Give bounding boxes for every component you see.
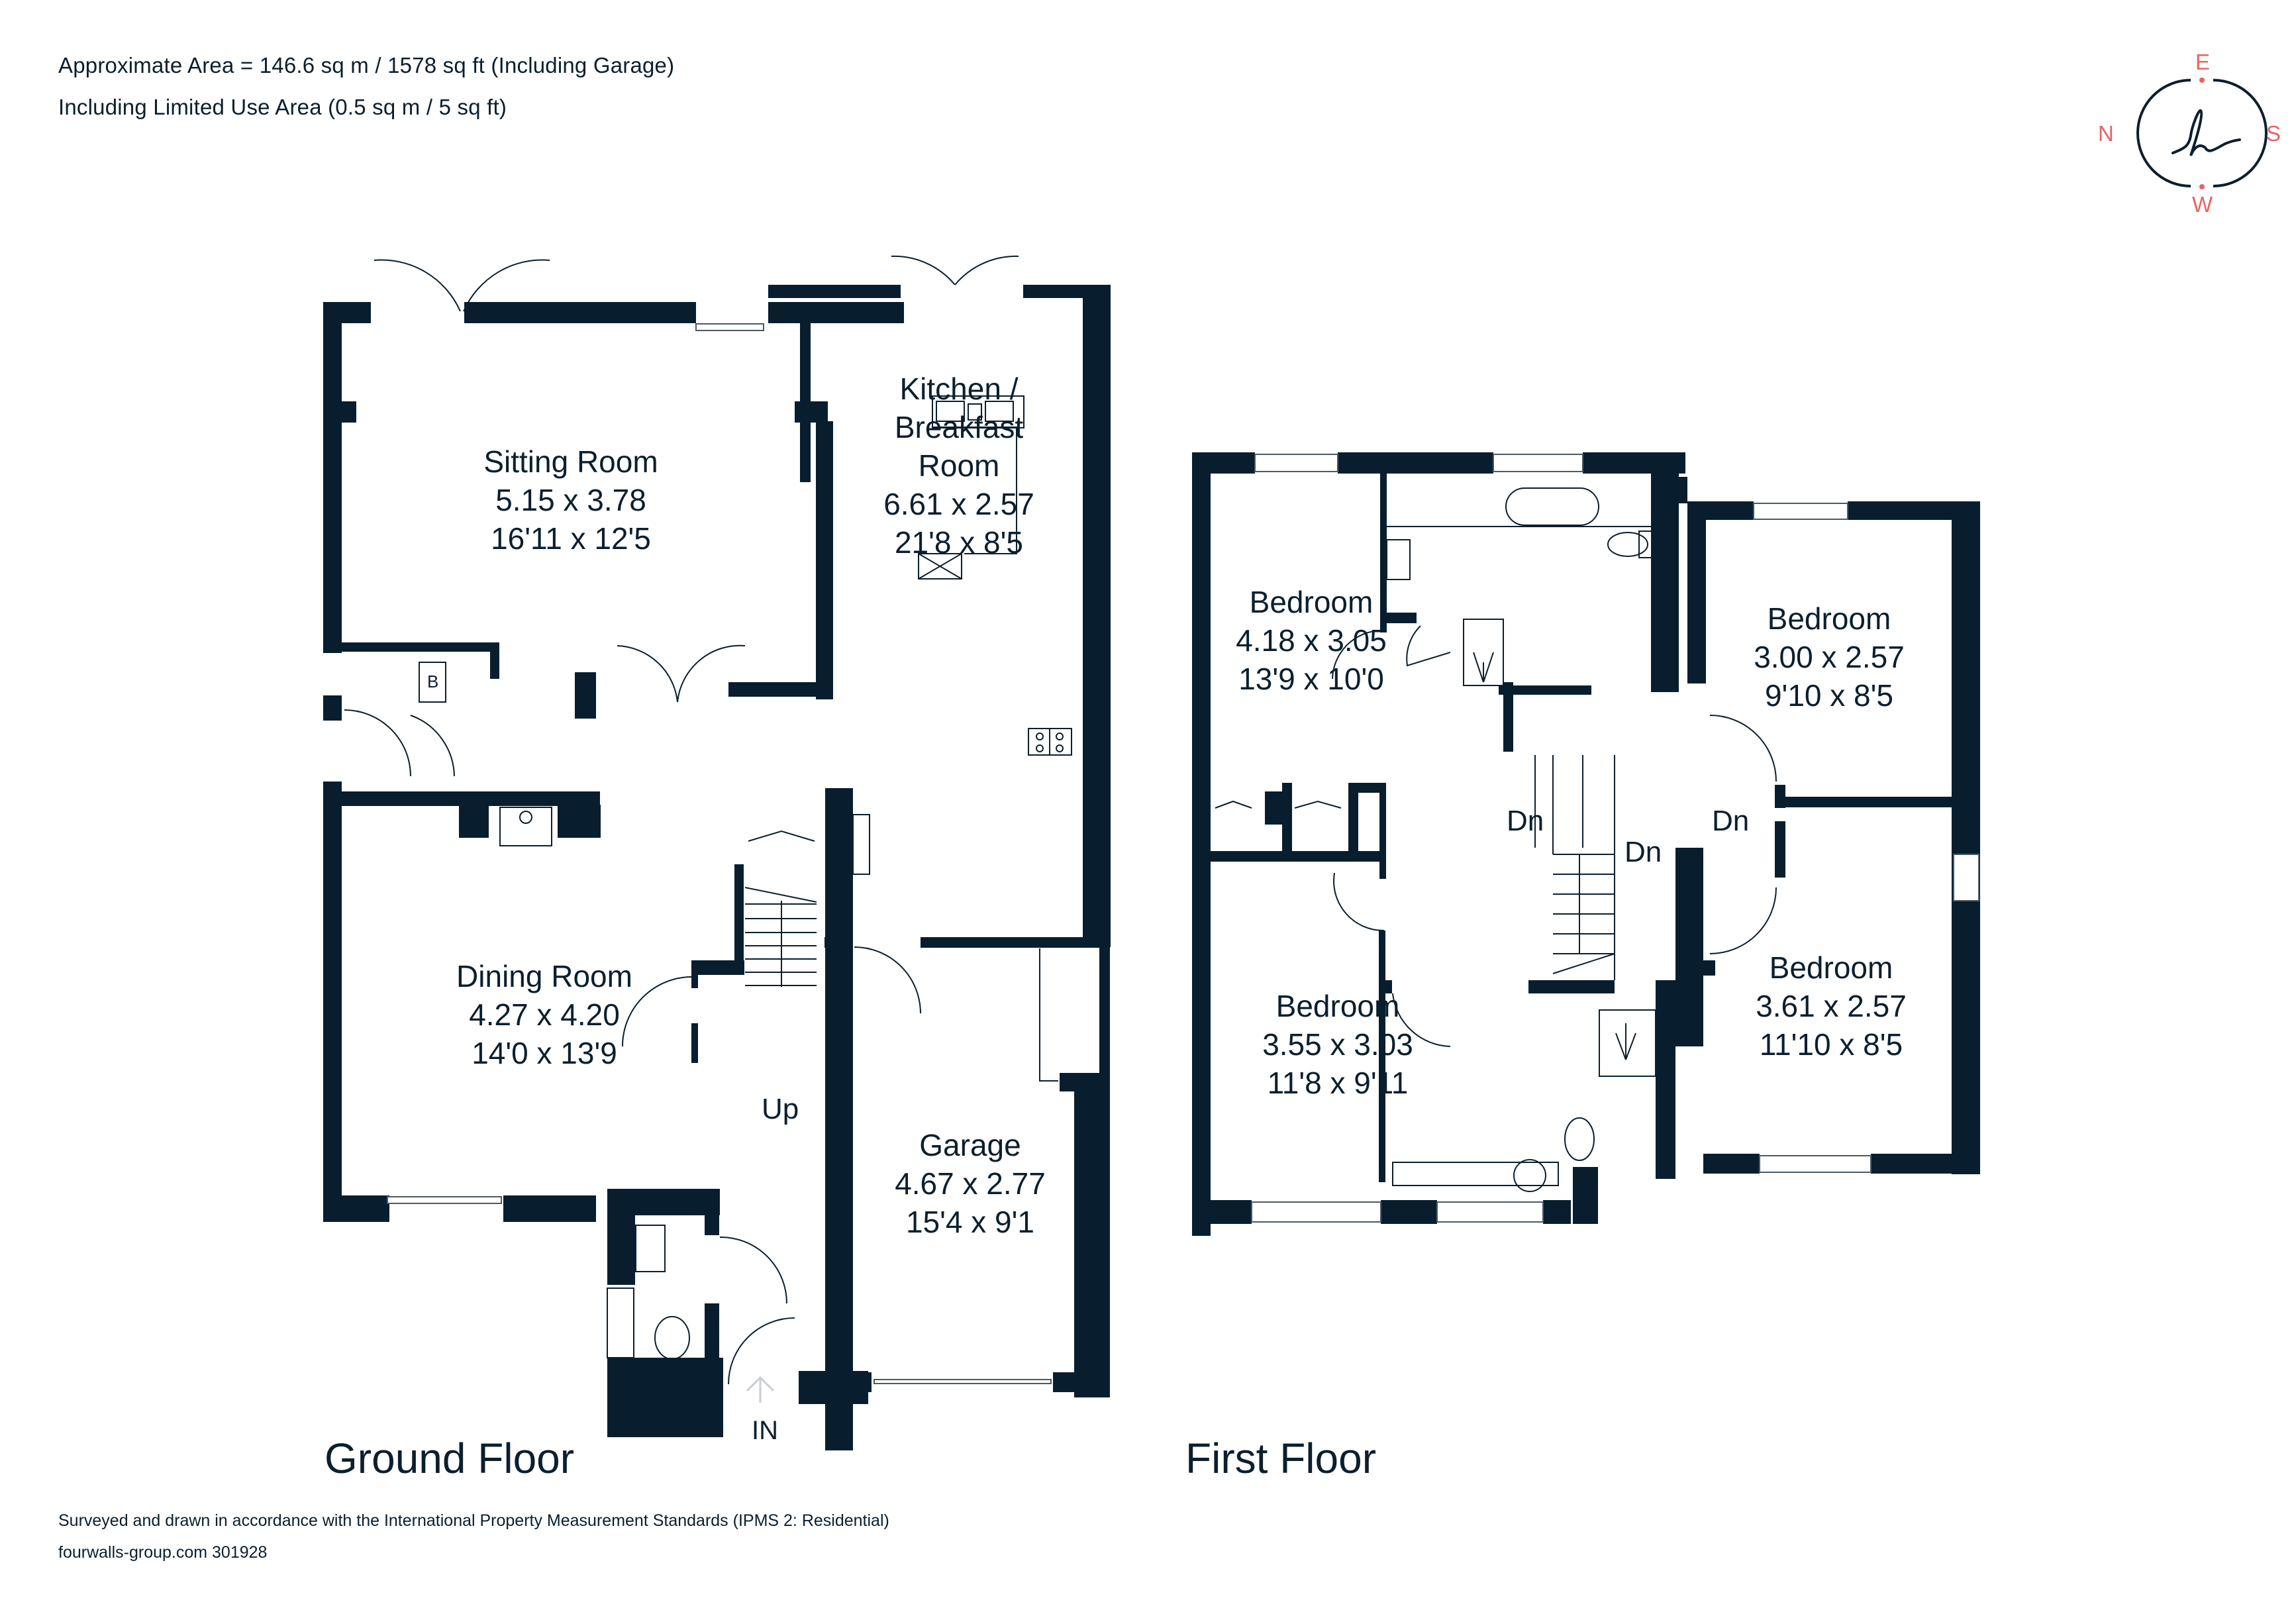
first-floor-walls (1192, 452, 1980, 1236)
room-name: Sitting Room (483, 444, 658, 479)
room-metric: 3.00 x 2.57 (1754, 640, 1905, 674)
compass-south-label: S (2266, 121, 2281, 146)
stairs-down-right-label: Dn (1712, 805, 1750, 837)
room-name: Bedroom (1769, 950, 1893, 985)
company-reference-text: fourwalls-group.com 301928 (58, 1543, 268, 1562)
garage-label: Garage 4.67 x 2.77 15'4 x 9'1 (895, 1126, 1046, 1241)
measurement-standards-text: Surveyed and drawn in accordance with th… (58, 1511, 889, 1530)
entrance-label: IN (752, 1416, 778, 1445)
ground-floor-title: Ground Floor (324, 1435, 575, 1482)
room-metric: 4.67 x 2.77 (895, 1166, 1046, 1201)
kitchen-breakfast-room-label: Kitchen / Breakfast Room 6.61 x 2.57 21'… (883, 370, 1034, 562)
approximate-area-text: Approximate Area = 146.6 sq m / 1578 sq … (58, 53, 675, 77)
bedroom-4-label: Bedroom 3.61 x 2.57 11'10 x 8'5 (1756, 948, 1907, 1064)
room-metric: 3.61 x 2.57 (1756, 989, 1907, 1023)
bedroom-1-label: Bedroom 4.18 x 3.05 13'9 x 10'0 (1236, 583, 1387, 698)
stairs-up-label: Up (762, 1093, 799, 1125)
compass-east-label: E (2195, 50, 2211, 74)
compass-ring-icon (2136, 77, 2268, 189)
stairs-down-center-label: Dn (1624, 836, 1662, 868)
room-metric: 6.61 x 2.57 (883, 487, 1034, 521)
first-floor-title: First Floor (1185, 1435, 1376, 1482)
bedroom-2-label: Bedroom 3.00 x 2.57 9'10 x 8'5 (1754, 599, 1905, 715)
room-imperial: 15'4 x 9'1 (905, 1205, 1035, 1239)
stairs-down-left-label: Dn (1507, 805, 1544, 837)
room-imperial: 14'0 x 13'9 (472, 1036, 617, 1070)
room-imperial: 11'10 x 8'5 (1759, 1027, 1903, 1062)
room-metric: 3.55 x 3.03 (1262, 1027, 1413, 1062)
room-name: Bedroom (1275, 989, 1400, 1023)
compass-north-label: N (2098, 121, 2114, 146)
room-imperial: 9'10 x 8'5 (1764, 678, 1894, 713)
boiler-label: B (427, 672, 439, 691)
ground-floor-walls (323, 285, 1111, 1450)
bedroom-3-label: Bedroom 3.55 x 3.03 11'8 x 9'11 (1262, 987, 1413, 1102)
dining-room-label: Dining Room 4.27 x 4.20 14'0 x 13'9 (456, 957, 632, 1072)
ground-floor-fixtures (344, 255, 1072, 1403)
first-floor-fixtures (1215, 454, 1979, 1223)
room-name-line-1: Kitchen / (899, 372, 1019, 406)
compass-logo: E N S W (2093, 50, 2291, 222)
compass-west-label: W (2192, 192, 2213, 217)
room-name: Bedroom (1767, 601, 1891, 636)
room-imperial: 21'8 x 8'5 (894, 525, 1024, 560)
room-name: Bedroom (1249, 585, 1373, 619)
room-imperial: 16'11 x 12'5 (491, 521, 651, 556)
room-name: Dining Room (456, 959, 632, 993)
room-metric: 5.15 x 3.78 (495, 483, 646, 517)
room-metric: 4.27 x 4.20 (469, 997, 620, 1032)
room-name: Garage (919, 1128, 1021, 1162)
room-imperial: 11'8 x 9'11 (1267, 1066, 1409, 1100)
room-metric: 4.18 x 3.05 (1236, 623, 1387, 658)
room-name-line-3: Room (918, 448, 1000, 483)
room-imperial: 13'9 x 10'0 (1238, 662, 1384, 696)
room-name-line-2: Breakfast (894, 410, 1024, 444)
sitting-room-label: Sitting Room 5.15 x 3.78 16'11 x 12'5 (483, 442, 658, 558)
limited-use-area-text: Including Limited Use Area (0.5 sq m / 5… (58, 95, 507, 119)
